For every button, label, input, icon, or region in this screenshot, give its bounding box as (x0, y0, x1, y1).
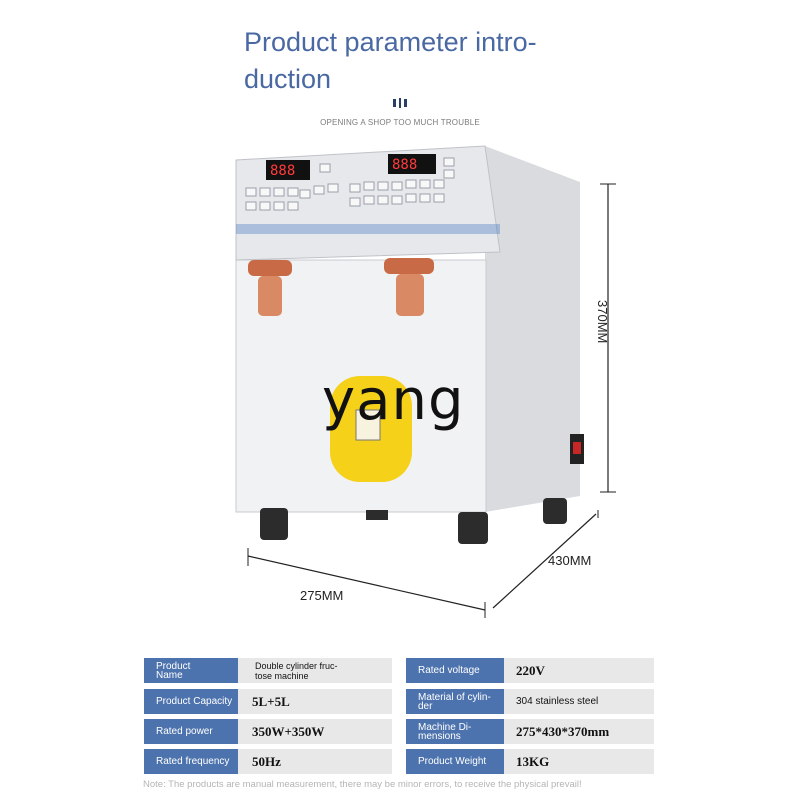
spec-row: Material of cylin- der 304 stainless ste… (406, 689, 654, 714)
dimension-height: 370MM (595, 300, 610, 344)
spec-value: 50Hz (238, 749, 392, 774)
watermark-text: yang (322, 368, 465, 433)
svg-text:888: 888 (392, 157, 417, 173)
spec-row: Rated frequency 50Hz (144, 749, 392, 774)
spec-label: Rated frequency (144, 749, 238, 774)
spec-row: Product Weight 13KG (406, 749, 654, 774)
disclaimer-note: Note: The products are manual measuremen… (143, 779, 582, 790)
spec-value: 13KG (504, 749, 654, 774)
spec-label: Rated power (144, 719, 238, 744)
spec-row: Rated voltage 220V (406, 658, 654, 683)
spec-value: 304 stainless steel (504, 689, 654, 714)
spec-row: Rated power 350W+350W (144, 719, 392, 744)
subtitle: OPENING A SHOP TOO MUCH TROUBLE (320, 118, 480, 127)
spec-value: 350W+350W (238, 719, 392, 744)
spec-label: Rated voltage (406, 658, 504, 683)
spec-label: Material of cylin- der (406, 689, 504, 714)
brand-logo-icon (393, 98, 407, 108)
spec-label: Product Weight (406, 749, 504, 774)
spec-row: Product Name Double cylinder fruc- tose … (144, 658, 392, 683)
dimension-depth: 430MM (548, 553, 592, 568)
spec-label: Product Name (144, 658, 238, 683)
page-title: Product parameter intro- duction (244, 27, 537, 94)
spec-row: Machine Di- mensions 275*430*370mm (406, 719, 654, 744)
dimension-width: 275MM (300, 588, 344, 603)
svg-text:888: 888 (270, 163, 295, 179)
spec-value: Double cylinder fruc- tose machine (238, 658, 392, 683)
spec-value: 275*430*370mm (504, 719, 654, 744)
spec-label: Product Capacity (144, 689, 238, 714)
spec-value: 5L+5L (238, 689, 392, 714)
spec-value: 220V (504, 658, 654, 683)
spec-label: Machine Di- mensions (406, 719, 504, 744)
spec-row: Product Capacity 5L+5L (144, 689, 392, 714)
fructose-machine-image: 888 888 (235, 145, 616, 618)
